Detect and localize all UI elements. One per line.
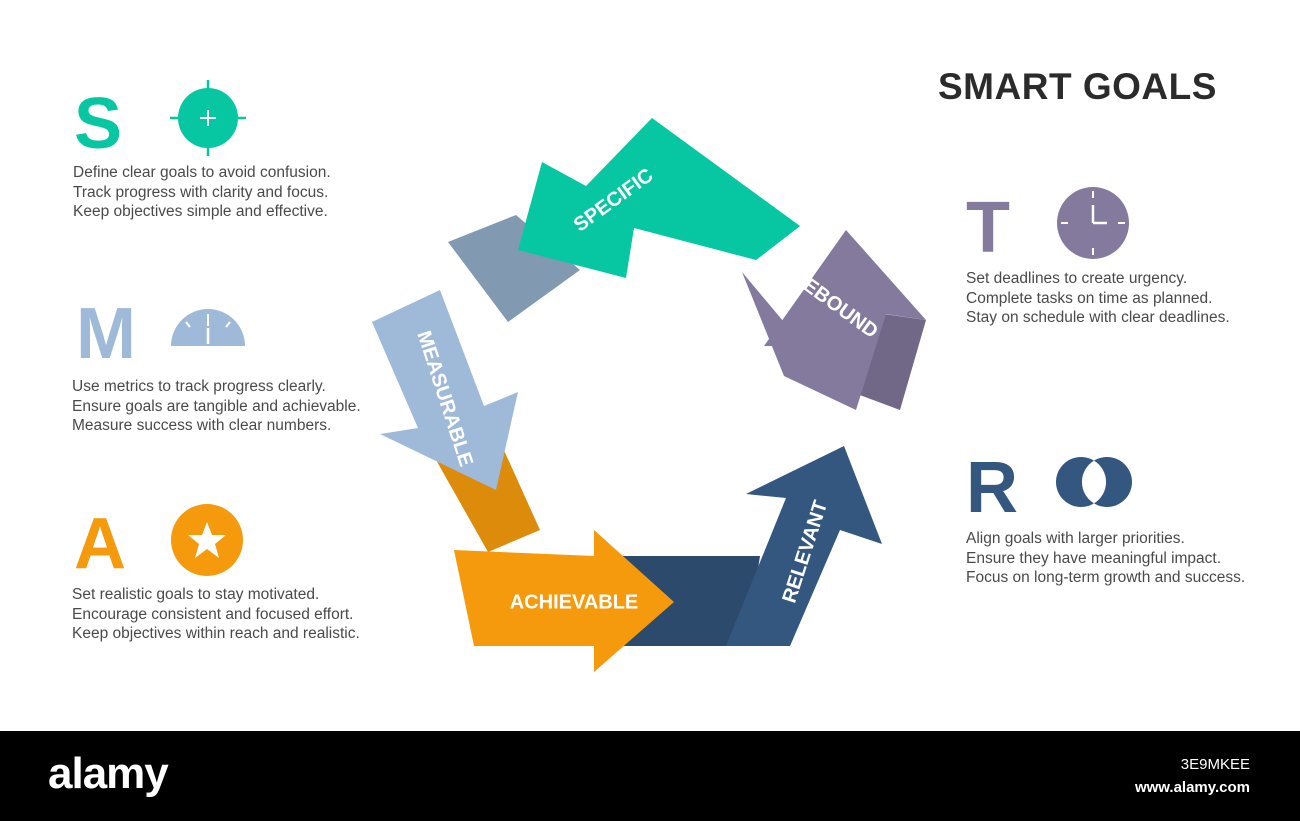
description-line: Measure success with clear numbers. bbox=[72, 417, 332, 434]
measurable-arrow bbox=[372, 290, 518, 490]
timebound-arrow bbox=[742, 230, 926, 410]
letter-t: T bbox=[966, 188, 1010, 268]
specific-arrow bbox=[518, 118, 800, 278]
description-line: Stay on schedule with clear deadlines. bbox=[966, 309, 1230, 326]
relevant-description: Align goals with larger priorities. Ensu… bbox=[966, 529, 1245, 588]
target-icon bbox=[170, 80, 246, 156]
page-title: SMART GOALS bbox=[938, 66, 1217, 107]
watermark-image-id: 3E9MKEE bbox=[1180, 756, 1250, 773]
clock-icon bbox=[1057, 187, 1129, 259]
description-line: Ensure goals are tangible and achievable… bbox=[72, 397, 361, 415]
description-line: Track progress with clarity and focus. bbox=[73, 183, 329, 201]
description-line: Use metrics to track progress clearly. bbox=[72, 378, 326, 395]
description-line: Focus on long-term growth and success. bbox=[966, 569, 1246, 586]
letter-a: A bbox=[74, 504, 126, 584]
letter-m: M bbox=[76, 294, 136, 374]
measurable-description: Use metrics to track progress clearly. E… bbox=[72, 377, 361, 436]
letter-r: R bbox=[966, 448, 1018, 528]
watermark-logo: alamy bbox=[48, 749, 169, 798]
description-line: Set deadlines to create urgency. bbox=[966, 270, 1188, 287]
watermark-url: www.alamy.com bbox=[1134, 779, 1250, 796]
description-line: Encourage consistent and focused effort. bbox=[72, 605, 354, 623]
smart-cycle-diagram: SPECIFIC MEASURABLE ACHIEVABLE RELEVANT … bbox=[372, 118, 926, 672]
description-line: Set realistic goals to stay motivated. bbox=[72, 586, 320, 603]
letter-s: S bbox=[74, 84, 123, 164]
watermark-bar: alamy 3E9MKEE www.alamy.com bbox=[0, 731, 1300, 821]
description-line: Keep objectives simple and effective. bbox=[73, 203, 328, 220]
star-icon bbox=[171, 504, 243, 576]
achievable-arrow bbox=[454, 530, 674, 672]
timebound-description: Set deadlines to create urgency. Complet… bbox=[966, 269, 1230, 328]
label-achievable: ACHIEVABLE bbox=[510, 591, 639, 613]
description-line: Ensure they have meaningful impact. bbox=[966, 549, 1222, 567]
overlap-circles-icon bbox=[1056, 457, 1132, 507]
achievable-description: Set realistic goals to stay motivated. E… bbox=[72, 585, 360, 644]
description-line: Complete tasks on time as planned. bbox=[966, 289, 1213, 307]
description-line: Keep objectives within reach and realist… bbox=[72, 625, 360, 642]
specific-description: Define clear goals to avoid confusion. T… bbox=[73, 163, 331, 222]
relevant-arrow bbox=[726, 446, 882, 646]
description-line: Define clear goals to avoid confusion. bbox=[73, 164, 331, 181]
gauge-icon bbox=[171, 309, 245, 346]
description-line: Align goals with larger priorities. bbox=[966, 530, 1185, 547]
